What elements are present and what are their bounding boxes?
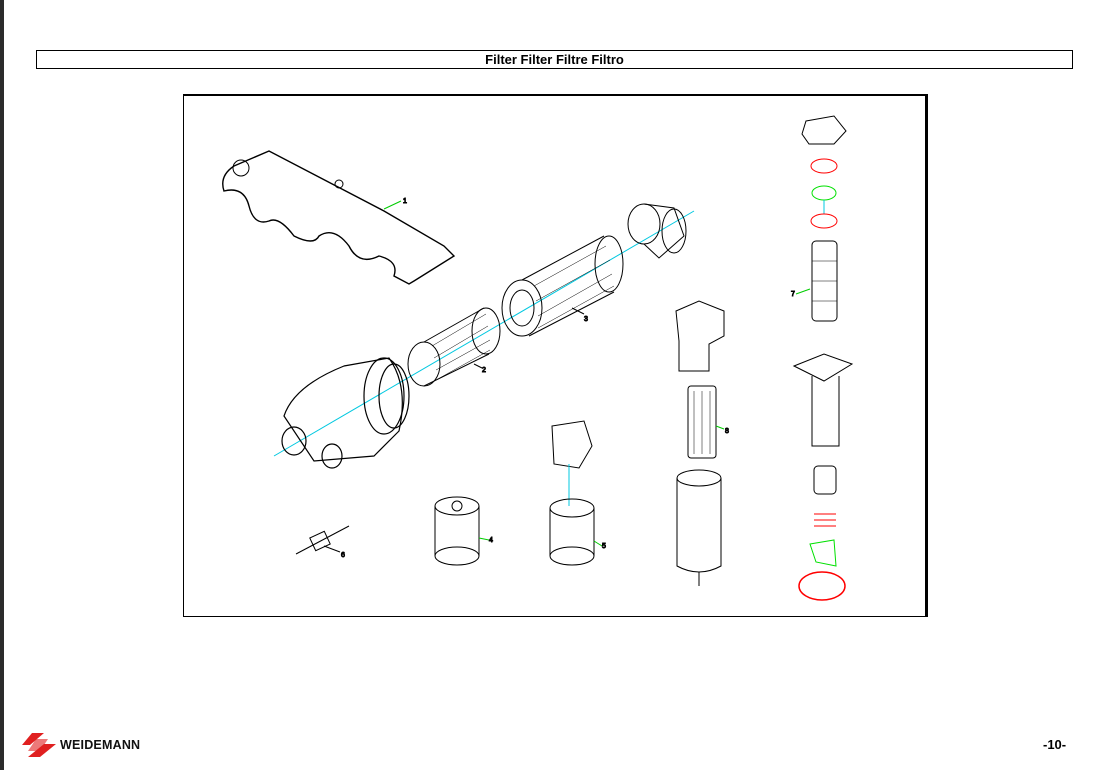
part-7-filter-assembly: 7 (791, 115, 854, 601)
part-4-spin-on-filter: 4 (434, 496, 494, 566)
logo-stripes-icon (22, 733, 56, 757)
callout-7: 7 (791, 291, 795, 298)
callout-4: 4 (489, 537, 493, 544)
filter-cover-cap (627, 203, 687, 259)
air-filter-housing (281, 357, 410, 469)
part-2-inner-element: 2 (407, 307, 501, 387)
part-6-inline-filter: 6 (295, 525, 350, 560)
callout-2: 2 (482, 367, 486, 374)
part-1-gasket: 1 (222, 150, 456, 285)
part-3-outer-element: 3 (501, 235, 624, 337)
callout-6: 6 (341, 552, 345, 559)
window-edge (0, 0, 4, 770)
page-number: -10- (1043, 737, 1067, 752)
callout-8: 8 (725, 428, 729, 435)
part-8-hydraulic-filter: 8 (675, 300, 730, 586)
callout-5: 5 (602, 543, 606, 550)
part-5-fuel-filter: 5 (549, 420, 607, 566)
callout-3: 3 (584, 316, 588, 323)
weidemann-logo: WEIDEMANN (22, 733, 140, 757)
page-title: Filter Filter Filtre Filtro (36, 50, 1073, 69)
exploded-parts-diagram: 1 2 3 6 (183, 94, 928, 617)
brand-name: WEIDEMANN (60, 738, 141, 752)
callout-1: 1 (403, 198, 407, 205)
assembly-axis (273, 210, 695, 457)
